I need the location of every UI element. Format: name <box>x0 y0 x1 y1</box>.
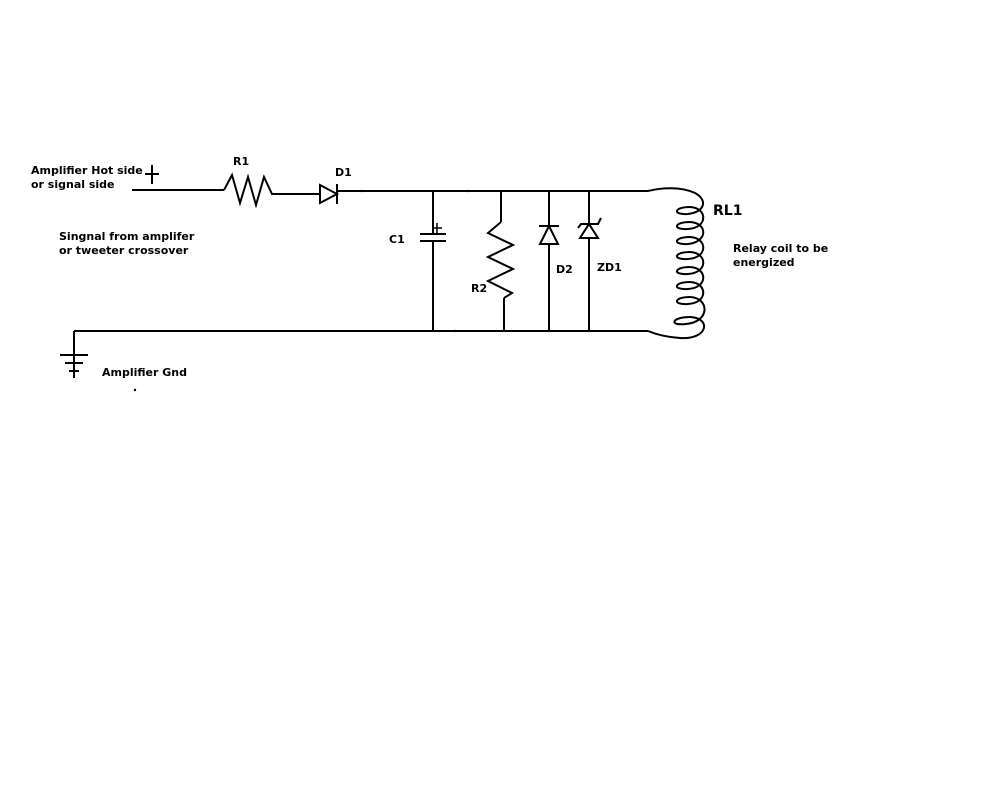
signal-note-line2: or tweeter crossover <box>59 244 189 257</box>
signal-note-line1: Singnal from amplifer <box>59 230 195 243</box>
r2-label: R2 <box>471 282 488 295</box>
input-hot-label-line1: Amplifier Hot side <box>31 164 143 177</box>
relay-note-line2: energized <box>733 256 795 269</box>
ground-label: Amplifier Gnd <box>102 366 187 379</box>
input-hot-label-line2: or signal side <box>31 178 115 191</box>
resistor-r1 <box>223 172 276 209</box>
c1-label: C1 <box>389 233 405 246</box>
capacitor-c1 <box>420 191 446 331</box>
r1-label: R1 <box>233 155 250 168</box>
resistor-r2 <box>485 191 516 331</box>
ground-symbol <box>60 331 88 378</box>
relay-coil-rl1 <box>647 187 706 340</box>
junction-dots <box>133 189 470 392</box>
zd1-label: ZD1 <box>597 261 622 274</box>
diode-d2 <box>538 191 560 331</box>
zener-zd1 <box>577 191 602 331</box>
rl1-label: RL1 <box>713 203 743 219</box>
d1-label: D1 <box>335 166 352 179</box>
diode-d1 <box>319 183 340 205</box>
relay-note-line1: Relay coil to be <box>733 242 829 255</box>
plus-terminal-symbol <box>145 165 159 184</box>
d2-label: D2 <box>556 263 573 276</box>
